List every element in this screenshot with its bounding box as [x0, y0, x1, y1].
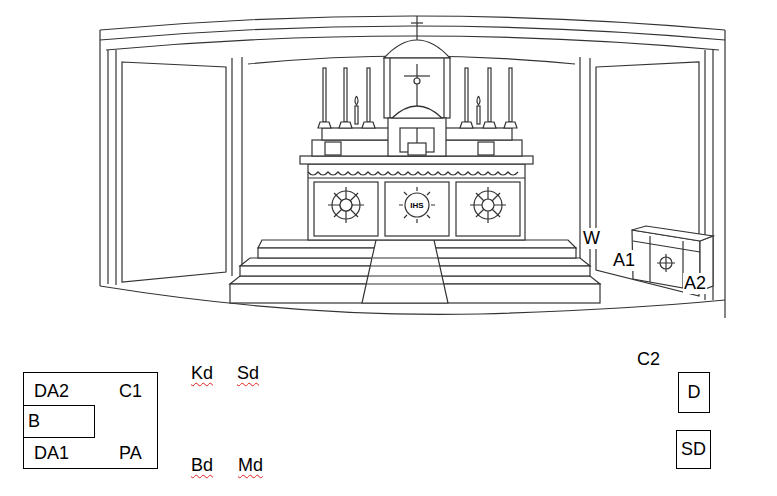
- illustration-stroke: [300, 156, 533, 164]
- box-label: B: [28, 411, 40, 432]
- outline-box: SD: [676, 430, 711, 469]
- illustration-stroke: [416, 64, 417, 110]
- illustration-stroke: [504, 122, 517, 128]
- illustration-stroke: [325, 142, 341, 155]
- apse-walls: [100, 16, 725, 318]
- illustration-stroke: [318, 122, 331, 128]
- illustration-stroke: [115, 50, 116, 285]
- emblem-letters: IHS: [410, 201, 423, 210]
- box-label: PA: [119, 443, 142, 464]
- illustration-stroke: [657, 254, 675, 272]
- illustration-stroke: [724, 30, 725, 318]
- altar-table: [300, 128, 533, 240]
- illustration-stroke: [649, 236, 650, 282]
- illustration-stroke: [477, 106, 480, 124]
- box-label: DA1: [34, 443, 69, 464]
- inner-box: B: [23, 405, 95, 438]
- illustration-stroke: [465, 68, 468, 122]
- illustration-stroke: [482, 199, 494, 211]
- illustration-stroke: [373, 257, 438, 258]
- illustration-stroke: [100, 26, 725, 40]
- part-label: W: [582, 228, 601, 249]
- illustration-stroke: [308, 172, 518, 175]
- illustration-stroke: [308, 164, 525, 240]
- illustration-stroke: [477, 96, 480, 105]
- part-label: Bd: [190, 455, 214, 476]
- illustration-stroke: [344, 68, 347, 122]
- box-label: D: [688, 382, 701, 403]
- illustration-stroke: [362, 240, 448, 303]
- tabernacle-canopy: [325, 16, 494, 156]
- illustration-stroke: [404, 75, 430, 76]
- illustration-stroke: [100, 16, 725, 30]
- illustration-stroke: [456, 182, 520, 236]
- illustration-stroke: [328, 187, 364, 223]
- illustration-stroke: [443, 58, 444, 118]
- illustration-stroke: [392, 106, 442, 118]
- illustration-stroke: [385, 182, 449, 236]
- illustration-stroke: [596, 62, 699, 296]
- box-label: C1: [119, 381, 142, 402]
- illustration-stroke: [308, 177, 525, 178]
- part-label: Kd: [190, 363, 214, 384]
- illustration-stroke: [416, 16, 417, 40]
- illustration-stroke: [579, 57, 580, 262]
- illustration-stroke: [388, 118, 446, 156]
- illustration-stroke: [370, 265, 440, 266]
- illustration-stroke: [362, 122, 375, 128]
- illustration-stroke: [355, 106, 358, 124]
- illustration-stroke: [405, 193, 429, 217]
- illustration-stroke: [99, 30, 100, 286]
- illustration-stroke: [384, 40, 450, 58]
- illustration-stroke: [122, 62, 226, 282]
- illustration-stroke: [368, 275, 442, 276]
- illustration-stroke: [399, 187, 435, 223]
- illustration-stroke: [632, 226, 713, 241]
- illustration-stroke: [241, 57, 242, 274]
- illustration-stroke: [411, 22, 423, 23]
- outline-box: B DA2 C1DA1 PA: [23, 372, 158, 469]
- part-label: A1: [612, 250, 636, 271]
- illustration-stroke: [408, 143, 426, 155]
- part-label: A2: [683, 273, 707, 294]
- illustration-stroke: [366, 283, 444, 284]
- illustration-stroke: [339, 122, 352, 128]
- part-label: Sd: [236, 363, 260, 384]
- illustration-stroke: [460, 122, 473, 128]
- illustration-stroke: [367, 68, 370, 122]
- illustration-stroke: [355, 96, 358, 105]
- illustration-stroke: [231, 58, 232, 276]
- illustration-stroke: [323, 68, 326, 122]
- illustration-stroke: [478, 142, 494, 155]
- box-label: SD: [681, 439, 706, 460]
- part-label: C2: [636, 349, 661, 370]
- illustration-stroke: [414, 78, 420, 84]
- illustration-stroke: [384, 58, 450, 118]
- illustration-stroke: [483, 122, 496, 128]
- illustration-stroke: [509, 68, 512, 122]
- illustration-stroke: [470, 187, 506, 223]
- box-label: DA2: [34, 381, 69, 402]
- illustration-stroke: [389, 58, 390, 118]
- altar-steps: [230, 240, 600, 303]
- part-label: Md: [237, 455, 264, 476]
- illustration-stroke: [488, 68, 491, 122]
- illustration-stroke: [107, 50, 108, 284]
- illustration-stroke: [340, 199, 352, 211]
- illustration-stroke: [633, 241, 700, 252]
- illustration-stroke: [340, 199, 352, 211]
- outline-box: D: [678, 372, 710, 413]
- illustration-stroke: [314, 182, 378, 236]
